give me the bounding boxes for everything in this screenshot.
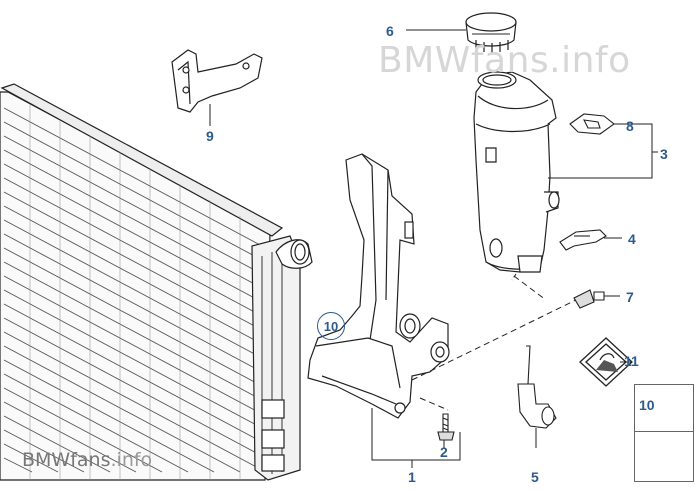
warning-sign	[579, 337, 633, 387]
clip-part	[569, 113, 615, 135]
legend-part-label: 10	[639, 397, 655, 413]
callout-7: 7	[626, 289, 634, 305]
expansion-tank	[473, 71, 560, 273]
callout-4: 4	[628, 231, 636, 247]
watermark-bottom-suffix: .info	[110, 449, 153, 471]
callout-5: 5	[531, 469, 539, 485]
bolt-part	[573, 289, 605, 309]
watermark-bottom-main: BMWfans	[22, 449, 111, 471]
callout-9: 9	[206, 128, 214, 144]
watermark-bottom: BMWfans.info	[22, 449, 152, 471]
callout-11: 11	[624, 353, 639, 369]
bracket-part	[171, 49, 263, 113]
cap-part	[465, 12, 517, 53]
watermark-top: BMWfans.info	[378, 40, 631, 81]
screw-part	[437, 413, 455, 441]
leader-lines	[209, 29, 658, 468]
callout-8: 8	[626, 118, 634, 134]
callout-1: 1	[408, 469, 416, 485]
carrier-part	[307, 153, 450, 419]
callout-2: 2	[440, 444, 448, 460]
clamp-part	[559, 229, 607, 251]
callout-10: 10	[317, 312, 345, 340]
legend-divider	[635, 431, 693, 432]
legend-box: 10	[634, 384, 694, 482]
sensor-part	[517, 345, 557, 429]
callout-6: 6	[386, 23, 394, 39]
radiator	[0, 83, 313, 481]
callout-3: 3	[660, 146, 668, 162]
